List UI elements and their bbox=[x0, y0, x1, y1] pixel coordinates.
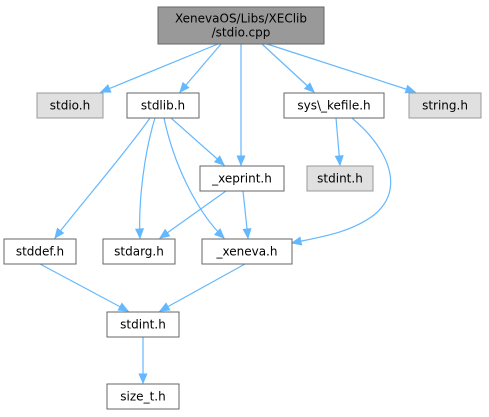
node-stddef-h[interactable]: stddef.h bbox=[3, 238, 77, 265]
arrowhead-stddef_h-to-stdint_h bbox=[117, 302, 130, 312]
edge-stdlib_h-to-xeneva_h bbox=[163, 117, 225, 239]
edge-stdlib_h-to-stdarg_h bbox=[139, 117, 156, 239]
node-stdlib-h[interactable]: stdlib.h bbox=[126, 92, 200, 119]
arrowhead-root-to-stdlib_h bbox=[179, 81, 190, 93]
node-root[interactable]: XenevaOS/Libs/XEClib/stdio.cpp bbox=[157, 6, 325, 45]
arrowhead-kefile_h-to-stdint_h_ext bbox=[334, 155, 344, 167]
arrowhead-root-to-xeprint_h bbox=[236, 155, 246, 167]
edge-root-to-kefile_h bbox=[261, 43, 315, 93]
edge-stddef_h-to-stdint_h bbox=[39, 263, 129, 312]
node-string-h: string.h bbox=[408, 92, 482, 119]
arrowhead-root-to-string_h bbox=[404, 84, 417, 94]
node-xeneva-h[interactable]: _xeneva.h bbox=[201, 238, 293, 265]
node-label: sys\_kefile.h bbox=[297, 99, 370, 113]
arrowhead-xeprint_h-to-xeneva_h bbox=[242, 228, 252, 240]
node-box bbox=[102, 238, 176, 265]
arrowhead-xeprint_h-to-stdarg_h bbox=[158, 228, 171, 239]
edge-root-to-string_h bbox=[266, 43, 416, 93]
node-xeprint-h[interactable]: _xeprint.h bbox=[199, 165, 285, 192]
arrowhead-stdlib_h-to-stddef_h bbox=[54, 227, 65, 240]
node-box bbox=[306, 165, 374, 192]
node-label: stdint.h bbox=[120, 318, 166, 332]
node-box bbox=[408, 92, 482, 119]
node-label: _xeneva.h bbox=[216, 245, 278, 259]
node-stdint-h-ext: stdint.h bbox=[306, 165, 374, 192]
node-box bbox=[157, 6, 325, 45]
arrowhead-stdlib_h-to-stdarg_h bbox=[134, 228, 145, 240]
node-box bbox=[126, 92, 200, 119]
node-box bbox=[106, 383, 180, 410]
node-stdarg-h[interactable]: stdarg.h bbox=[102, 238, 176, 265]
arrowhead-stdint_h-to-size_t_h bbox=[138, 373, 148, 385]
node-label: _xeprint.h bbox=[211, 172, 272, 186]
arrowhead-root-to-stdio_h bbox=[99, 84, 112, 93]
node-size-t-h[interactable]: size_t.h bbox=[106, 383, 180, 410]
node-label: /stdio.cpp bbox=[212, 26, 271, 40]
node-label: stdarg.h bbox=[114, 245, 164, 259]
node-box bbox=[283, 92, 385, 119]
node-kefile-h[interactable]: sys\_kefile.h bbox=[283, 92, 385, 119]
arrowhead-xeneva_h-to-stdint_h bbox=[158, 302, 171, 312]
edge-root-to-stdio_h bbox=[100, 43, 219, 93]
edge-stdlib_h-to-xeprint_h bbox=[170, 117, 225, 166]
arrowhead-stdlib_h-to-xeprint_h bbox=[213, 155, 225, 166]
edge-kefile_h-to-xeneva_h bbox=[291, 117, 392, 244]
node-box bbox=[3, 238, 77, 265]
edge-root-to-stdlib_h bbox=[179, 43, 222, 93]
arrowhead-root-to-kefile_h bbox=[303, 82, 315, 93]
node-label: stdlib.h bbox=[141, 99, 185, 113]
edge-stdlib_h-to-stddef_h bbox=[54, 117, 151, 239]
node-box bbox=[201, 238, 293, 265]
node-stdint-h[interactable]: stdint.h bbox=[106, 311, 180, 338]
node-box bbox=[106, 311, 180, 338]
node-label: stddef.h bbox=[16, 245, 64, 259]
node-label: stdint.h bbox=[317, 172, 363, 186]
arrowhead-kefile_h-to-xeneva_h bbox=[290, 236, 303, 246]
node-box bbox=[36, 92, 104, 119]
edge-xeneva_h-to-stdint_h bbox=[159, 263, 246, 312]
arrowhead-stdlib_h-to-xeneva_h bbox=[213, 228, 225, 239]
node-stdio-h: stdio.h bbox=[36, 92, 104, 119]
node-label: string.h bbox=[422, 99, 468, 113]
nodes-layer: XenevaOS/Libs/XEClib/stdio.cpp stdio.h std… bbox=[3, 6, 482, 410]
node-label: stdio.h bbox=[50, 99, 90, 113]
node-label: size_t.h bbox=[120, 390, 165, 404]
node-label: XenevaOS/Libs/XEClib bbox=[175, 12, 307, 26]
edges-layer bbox=[39, 43, 417, 385]
edge-xeprint_h-to-stdarg_h bbox=[159, 190, 227, 239]
node-box bbox=[199, 165, 285, 192]
